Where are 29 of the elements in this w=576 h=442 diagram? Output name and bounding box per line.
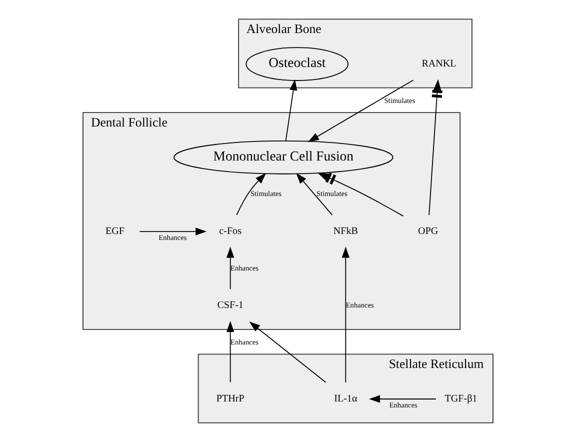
arrow [226,320,234,383]
node-text: c-Fos [219,226,242,238]
arrow [296,172,333,216]
arrow [342,246,350,383]
node-text: TGF-β1 [444,394,478,405]
node-text: CSF-1 [217,300,244,312]
node-text: IL-1α [334,394,358,405]
arrow [428,79,442,216]
arrow [285,79,298,141]
node-text: PTHrP [216,394,244,405]
node-text: NFkB [333,226,358,238]
node-text: RANKL [422,58,456,70]
edge-label: Stimulates [316,189,348,198]
node-ellipse: Osteoclast [246,47,349,81]
edge-label: Enhances [158,233,187,242]
arrow [369,395,436,403]
node-text: EGF [106,226,125,238]
arrow [308,80,414,142]
edge-label: Stimulates [250,189,282,198]
arrow [317,172,404,217]
node-ellipse: Mononuclear Cell Fusion [174,140,394,174]
node-text: OPG [418,226,438,238]
edge-label: Enhances [389,400,418,410]
arrow [249,322,326,383]
edge-label: Stimulates [384,96,416,105]
edge-label: Enhances [346,300,374,310]
arrow [226,246,234,290]
arrow [139,228,207,236]
arrow [236,172,266,216]
